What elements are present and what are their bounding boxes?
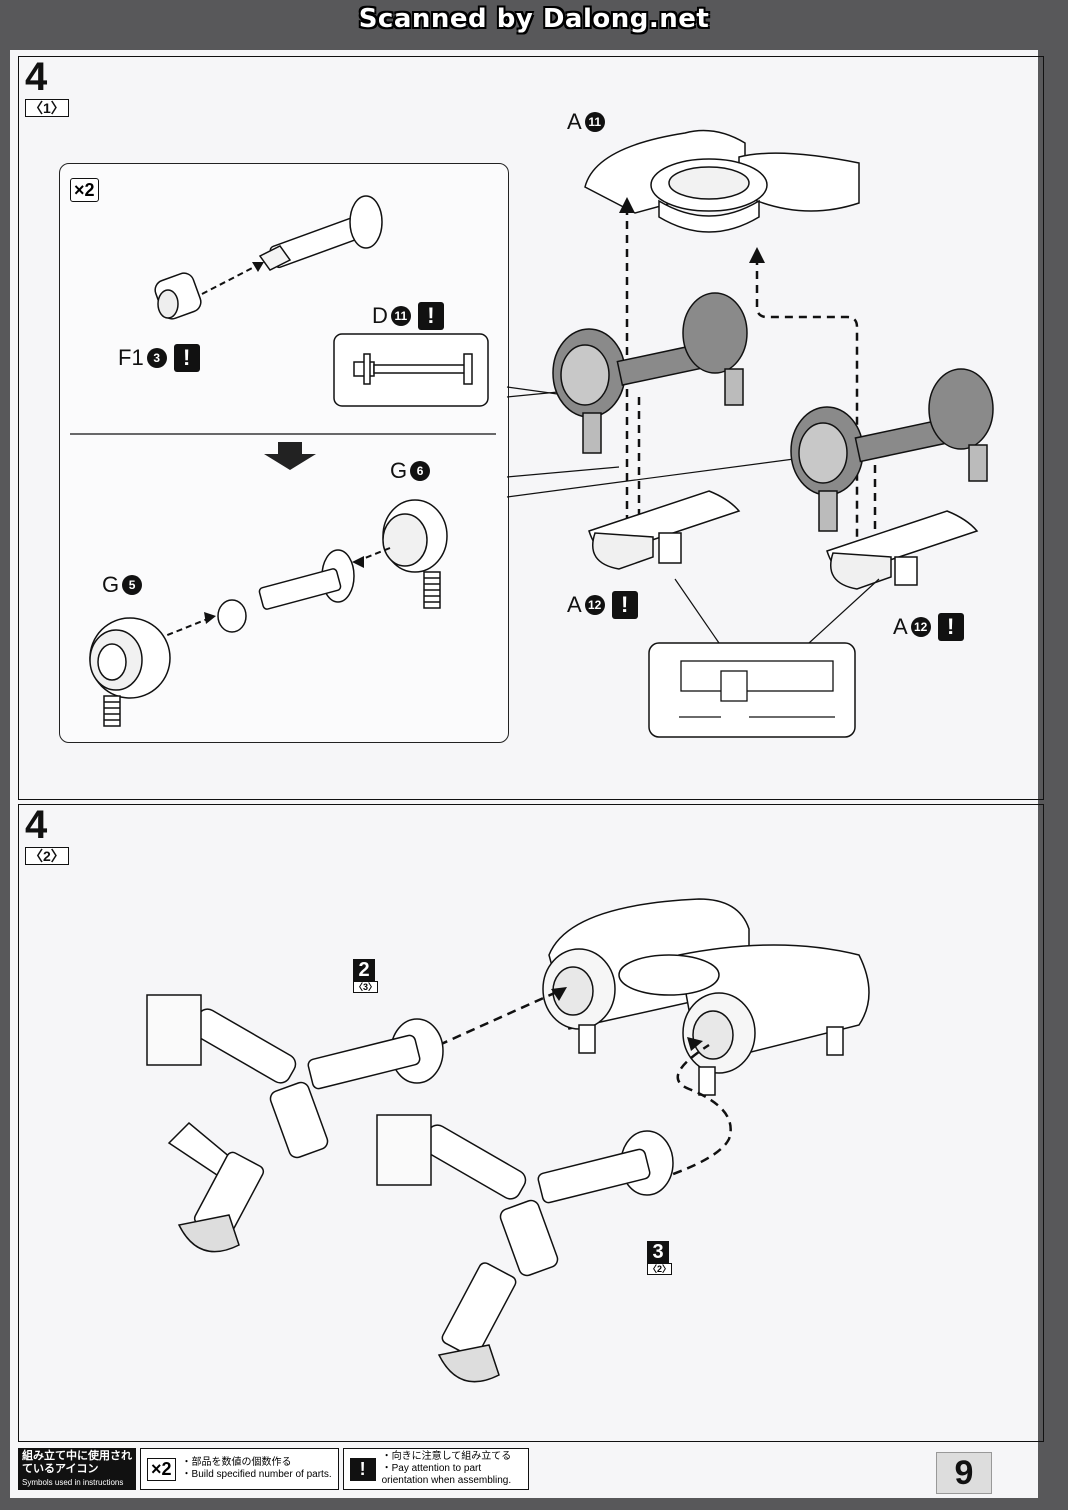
down-arrow-icon [264, 442, 316, 470]
page-number: 9 [936, 1452, 992, 1494]
multiplier-badge: ×2 [70, 178, 99, 202]
ref-step-2: 2〈3〉 [353, 959, 379, 993]
part-a12-right [826, 510, 979, 590]
part-g6-cap [382, 499, 448, 609]
leg-assembly-drawing [146, 898, 870, 1383]
part-a11-hip-block [584, 129, 860, 233]
warning-icon: ! [611, 591, 638, 619]
scan-credit: Scanned by Dalong.net [358, 4, 710, 34]
warning-icon: ! [417, 302, 444, 330]
part-leg-shaft-left [552, 292, 748, 454]
part-hip-block-assembled [542, 898, 870, 1096]
ref-step-3: 3〈2〉 [647, 1241, 673, 1275]
step-number: 4 [25, 803, 48, 847]
warning-icon: ! [349, 1457, 376, 1481]
step-number: 4 [25, 55, 48, 99]
part-d11-shaft [258, 195, 383, 271]
multiplier-icon: ×2 [147, 1457, 176, 1481]
step-4-2-panel: 4 〈2〉 [18, 804, 1044, 1442]
part-leg-unit-lower [376, 1114, 674, 1383]
part-a12-left [588, 490, 741, 570]
warning-icon: ! [173, 344, 200, 372]
step-4-1-panel: 4 〈1〉 ×2 [18, 56, 1044, 800]
legend-warning: ! ・向きに注意して組み立てる・Pay attention to part or… [342, 1448, 529, 1490]
part-g5-cap [89, 617, 171, 727]
part-shaft-assembled [217, 549, 355, 633]
part-leg-shaft-right [790, 368, 994, 532]
part-f1-sleeve [154, 272, 202, 320]
subassembly-panel: ×2 [59, 163, 509, 743]
subassembly-drawing [70, 195, 496, 727]
warning-icon: ! [937, 613, 964, 641]
main-assembly-drawing [506, 129, 994, 738]
step-substep: 〈1〉 [25, 99, 69, 117]
legend-multiplier: ×2 ・部品を数値の個数作る・Build specified number of… [140, 1448, 339, 1490]
part-leg-unit-upper [146, 994, 444, 1253]
step-substep: 〈2〉 [25, 847, 69, 865]
